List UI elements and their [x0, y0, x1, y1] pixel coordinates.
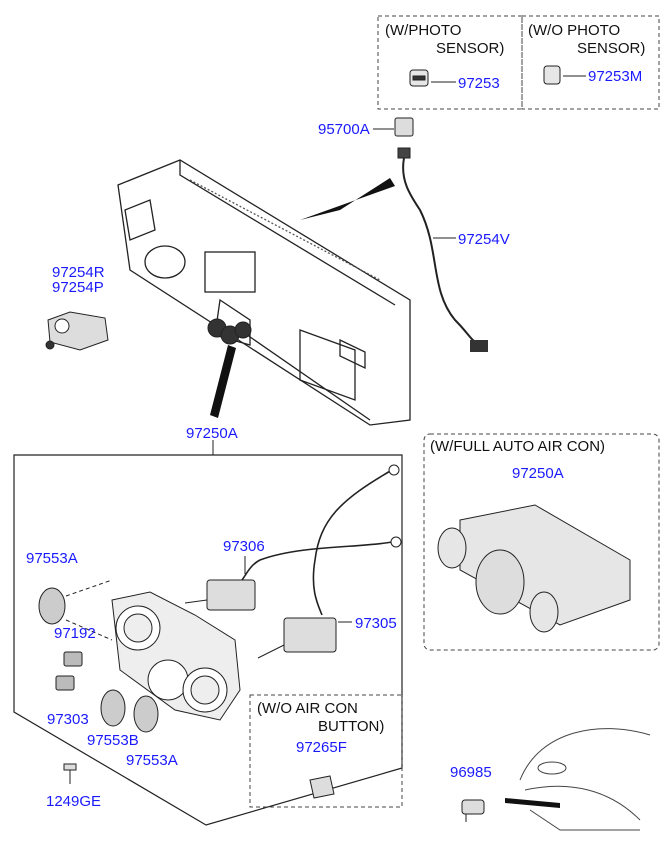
wire-harness [402, 157, 481, 346]
header-line: BUTTON) [318, 718, 385, 735]
photo-sensor-97253m [543, 65, 561, 85]
part-label-97553a-bottom: 97553A [126, 752, 178, 769]
part-label-97253m: 97253M [588, 68, 643, 85]
sensor-95700a [394, 117, 414, 159]
photo-sensor-box [377, 15, 660, 110]
header-without-aircon: (W/O AIR CON [257, 700, 358, 718]
header-full-auto: (W/FULL AUTO AIR CON) [430, 438, 605, 456]
header-with-photo-sensor-2: SENSOR) [436, 40, 504, 58]
buttons [55, 651, 83, 691]
part-label-97553b: 97553B [87, 732, 139, 749]
control-cables [241, 469, 393, 616]
header-line: (W/PHOTO [385, 22, 462, 39]
header-line: SENSOR) [436, 40, 505, 57]
part-label-97250a-auto: 97250A [512, 465, 564, 482]
photo-sensor-97253 [409, 69, 429, 87]
dash-control-unit [207, 318, 252, 345]
part-label-1249ge: 1249GE [46, 793, 102, 810]
switch-97254 [45, 311, 109, 351]
header-line: (W/FULL AUTO AIR CON) [430, 438, 606, 455]
screw-1249ge [63, 763, 77, 784]
part-label-97254p: 97254P [52, 279, 104, 296]
knobs [38, 587, 159, 733]
auto-control-unit [437, 504, 631, 633]
part-label-97306: 97306 [223, 538, 265, 555]
dashboard-illustration [117, 159, 411, 426]
part-label-97254r: 97254R [52, 264, 105, 281]
control-panel-97250a [111, 591, 241, 721]
part-label-97553a-top: 97553A [26, 550, 78, 567]
part-label-97305: 97305 [355, 615, 397, 632]
header-line: SENSOR) [577, 40, 646, 57]
blank-button-97265f [309, 775, 335, 799]
exploded-box [13, 454, 403, 826]
header-line: (W/O AIR CON [257, 700, 358, 717]
no-aircon-box [249, 694, 403, 808]
part-label-97192: 97192 [54, 625, 96, 642]
car-front [519, 728, 651, 831]
part-label-97303: 97303 [47, 711, 89, 728]
actuator-97305 [257, 617, 337, 659]
part-label-96985: 96985 [450, 764, 492, 781]
full-auto-box [423, 433, 660, 651]
part-label-97253: 97253 [458, 75, 500, 92]
actuator-97306 [184, 579, 256, 611]
part-label-97254v: 97254V [458, 231, 510, 248]
ambient-sensor-96985 [461, 799, 485, 822]
header-line: (W/O PHOTO [528, 22, 621, 39]
part-label-97250a: 97250A [186, 425, 238, 442]
part-label-97265f: 97265F [296, 739, 347, 756]
header-without-aircon-2: BUTTON) [318, 718, 384, 736]
header-with-photo-sensor: (W/PHOTO [385, 22, 461, 40]
part-label-95700a: 95700A [318, 121, 370, 138]
dashed-leaders [65, 579, 113, 641]
header-without-photo-sensor-2: SENSOR) [577, 40, 645, 58]
header-without-photo-sensor: (W/O PHOTO [528, 22, 620, 40]
